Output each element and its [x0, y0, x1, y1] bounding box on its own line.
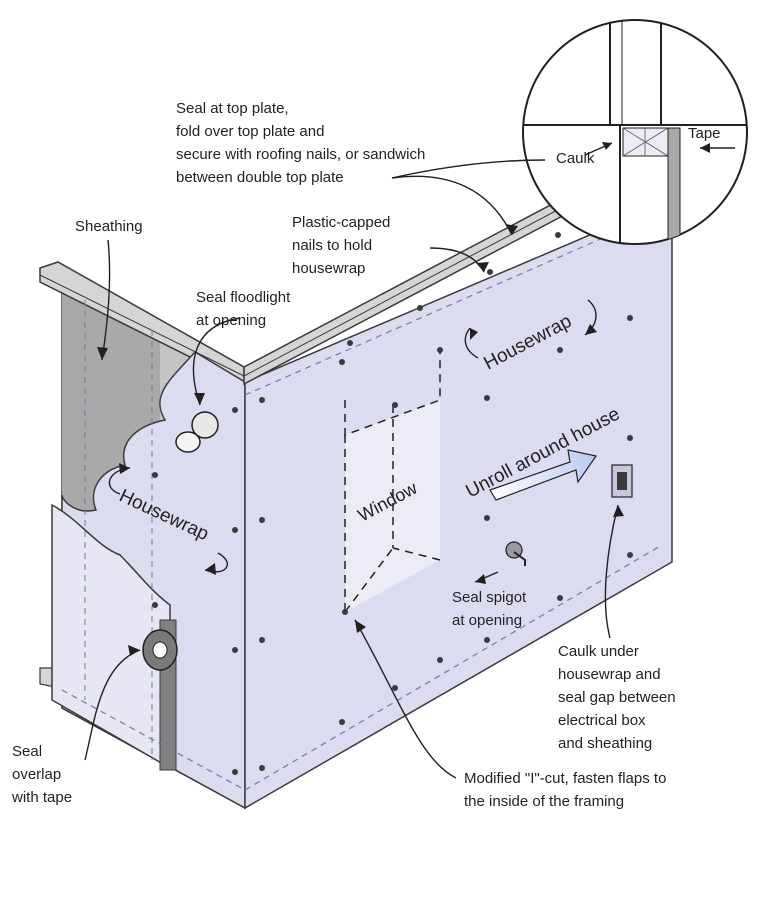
right-wall [244, 198, 673, 810]
tape-roll [142, 629, 178, 671]
floodlight [175, 411, 219, 453]
seal-overlap-label: Seal overlap with tape [12, 743, 73, 806]
plastic-capped-label: Plastic-capped nails to hold housewrap [292, 214, 391, 277]
tape-label: Tape [688, 125, 721, 142]
modified-cut-label: Modified "I"-cut, fasten flaps to the in… [464, 770, 667, 810]
nails [152, 232, 633, 775]
detail-circle [522, 19, 748, 245]
spigot [505, 541, 526, 566]
arrow-heads [97, 142, 710, 656]
caulk-under-label: Caulk under housewrap and seal gap betwe… [558, 643, 676, 752]
caulk-label: Caulk [556, 150, 595, 167]
unroll-arrow [489, 449, 598, 501]
seal-top-plate-label: Seal at top plate, fold over top plate a… [176, 100, 426, 186]
electrical-box [611, 464, 633, 498]
overlap-sheet [51, 503, 171, 770]
sheathing-label: Sheathing [75, 218, 143, 235]
leader-lines [84, 142, 735, 779]
seal-spigot-label: Seal spigot at opening [452, 589, 527, 629]
seal-floodlight-label: Seal floodlight at opening [196, 289, 291, 329]
